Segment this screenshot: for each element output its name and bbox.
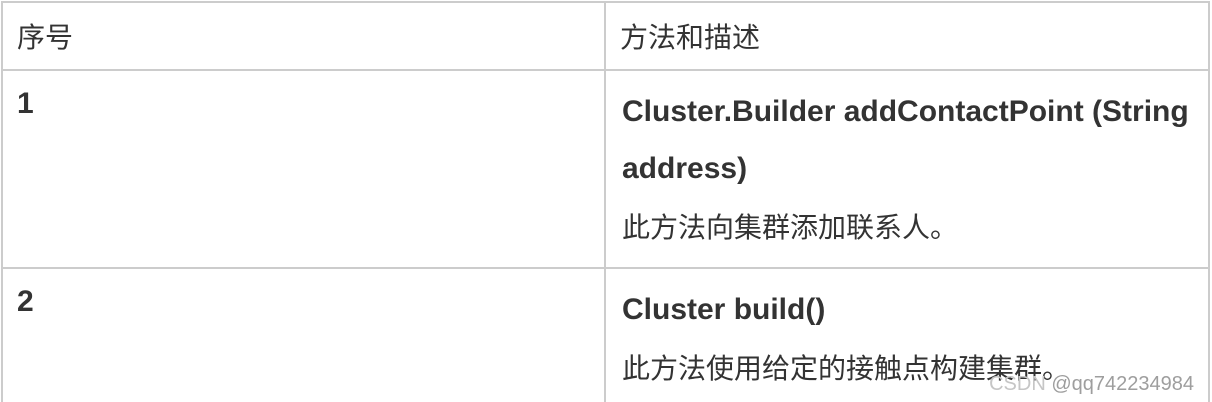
table-row-1: 1 Cluster.Builder addContactPoint (Strin… <box>1 69 1210 269</box>
header-cell-method-description: 方法和描述 <box>604 1 1210 71</box>
table-row-2: 2 Cluster build() 此方法使用给定的接触点构建集群。 <box>1 267 1210 402</box>
row-1-index-cell: 1 <box>1 69 606 269</box>
row-1-content-cell: Cluster.Builder addContactPoint (String … <box>604 69 1210 269</box>
method-description: 此方法使用给定的接触点构建集群。 <box>622 353 1071 384</box>
row-2-content-cell: Cluster build() 此方法使用给定的接触点构建集群。 <box>604 267 1210 402</box>
table-header-row: 序号 方法和描述 <box>1 1 1210 71</box>
row-2-index-cell: 2 <box>1 267 606 402</box>
method-signature: Cluster.Builder addContactPoint (String … <box>622 95 1189 185</box>
method-signature: Cluster build() <box>622 293 826 326</box>
method-description: 此方法向集群添加联系人。 <box>622 212 959 243</box>
header-cell-index: 序号 <box>1 1 606 71</box>
